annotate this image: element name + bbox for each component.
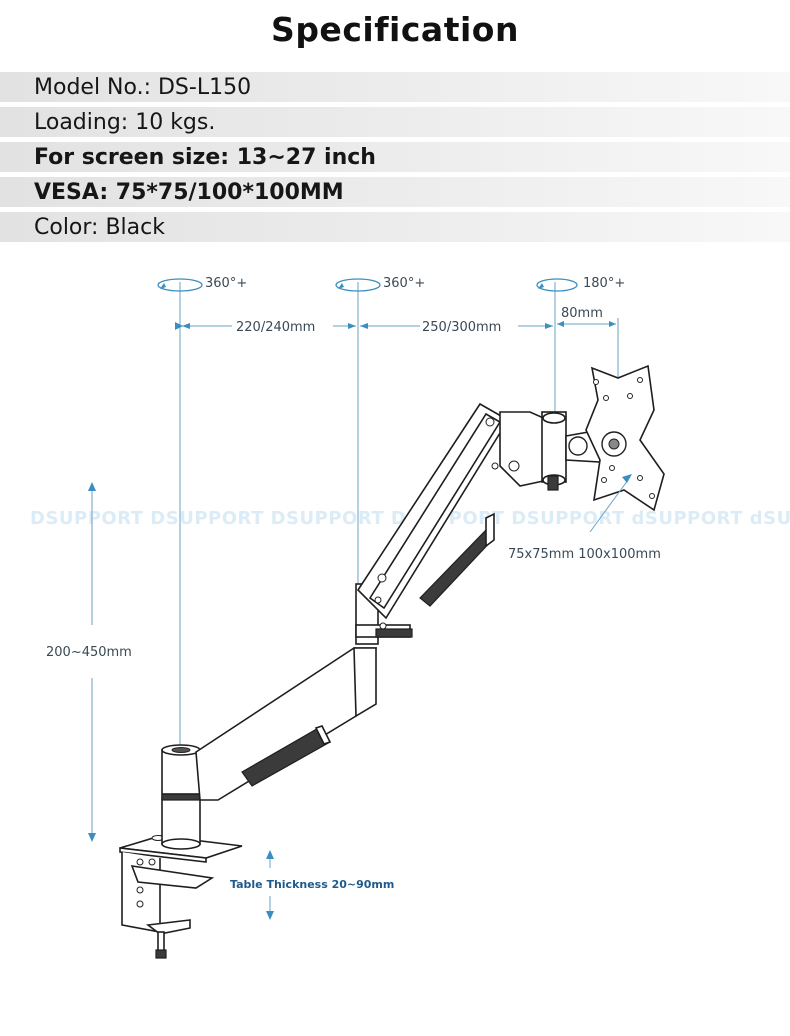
spec-color: Color: Black bbox=[34, 215, 165, 240]
lower-arm bbox=[195, 647, 378, 801]
spec-model: Model No.: DS-L150 bbox=[34, 75, 252, 100]
base-pole bbox=[161, 744, 201, 850]
spec-row-screen-size: For screen size: 13~27 inch bbox=[0, 142, 790, 172]
spec-loading: Loading: 10 kgs. bbox=[34, 110, 216, 135]
rotation-label-elbow: 360°+ bbox=[383, 276, 425, 291]
spec-row-vesa: VESA: 75*75/100*100MM bbox=[0, 177, 790, 207]
dim-label-arm2: 250/300mm bbox=[422, 320, 501, 335]
tilt-head bbox=[499, 411, 601, 491]
dim-label-offset: 80mm bbox=[561, 306, 603, 321]
rotation-label-head: 180°+ bbox=[583, 276, 625, 291]
spec-row-loading: Loading: 10 kgs. bbox=[0, 107, 790, 137]
desk-clamp bbox=[119, 835, 243, 959]
spec-vesa: VESA: 75*75/100*100MM bbox=[34, 180, 344, 205]
page-title: Specification bbox=[271, 10, 519, 49]
rotation-icon-elbow bbox=[335, 278, 381, 292]
spec-row-color: Color: Black bbox=[0, 212, 790, 242]
spec-row-model: Model No.: DS-L150 bbox=[0, 72, 790, 102]
rotation-icon-base bbox=[157, 278, 203, 292]
spec-list: Model No.: DS-L150 Loading: 10 kgs. For … bbox=[0, 72, 790, 247]
spec-screen-size: For screen size: 13~27 inch bbox=[34, 145, 376, 170]
vesa-pointer-line bbox=[589, 479, 629, 533]
dim-label-height: 200~450mm bbox=[46, 645, 132, 660]
rotation-icon-head bbox=[536, 278, 578, 292]
dim-label-table-thickness: Table Thickness 20~90mm bbox=[230, 878, 394, 891]
rotation-label-base: 360°+ bbox=[205, 276, 247, 291]
vesa-label: 75x75mm 100x100mm bbox=[508, 547, 661, 562]
vesa-plate bbox=[585, 364, 665, 512]
dim-label-arm1: 220/240mm bbox=[236, 320, 315, 335]
